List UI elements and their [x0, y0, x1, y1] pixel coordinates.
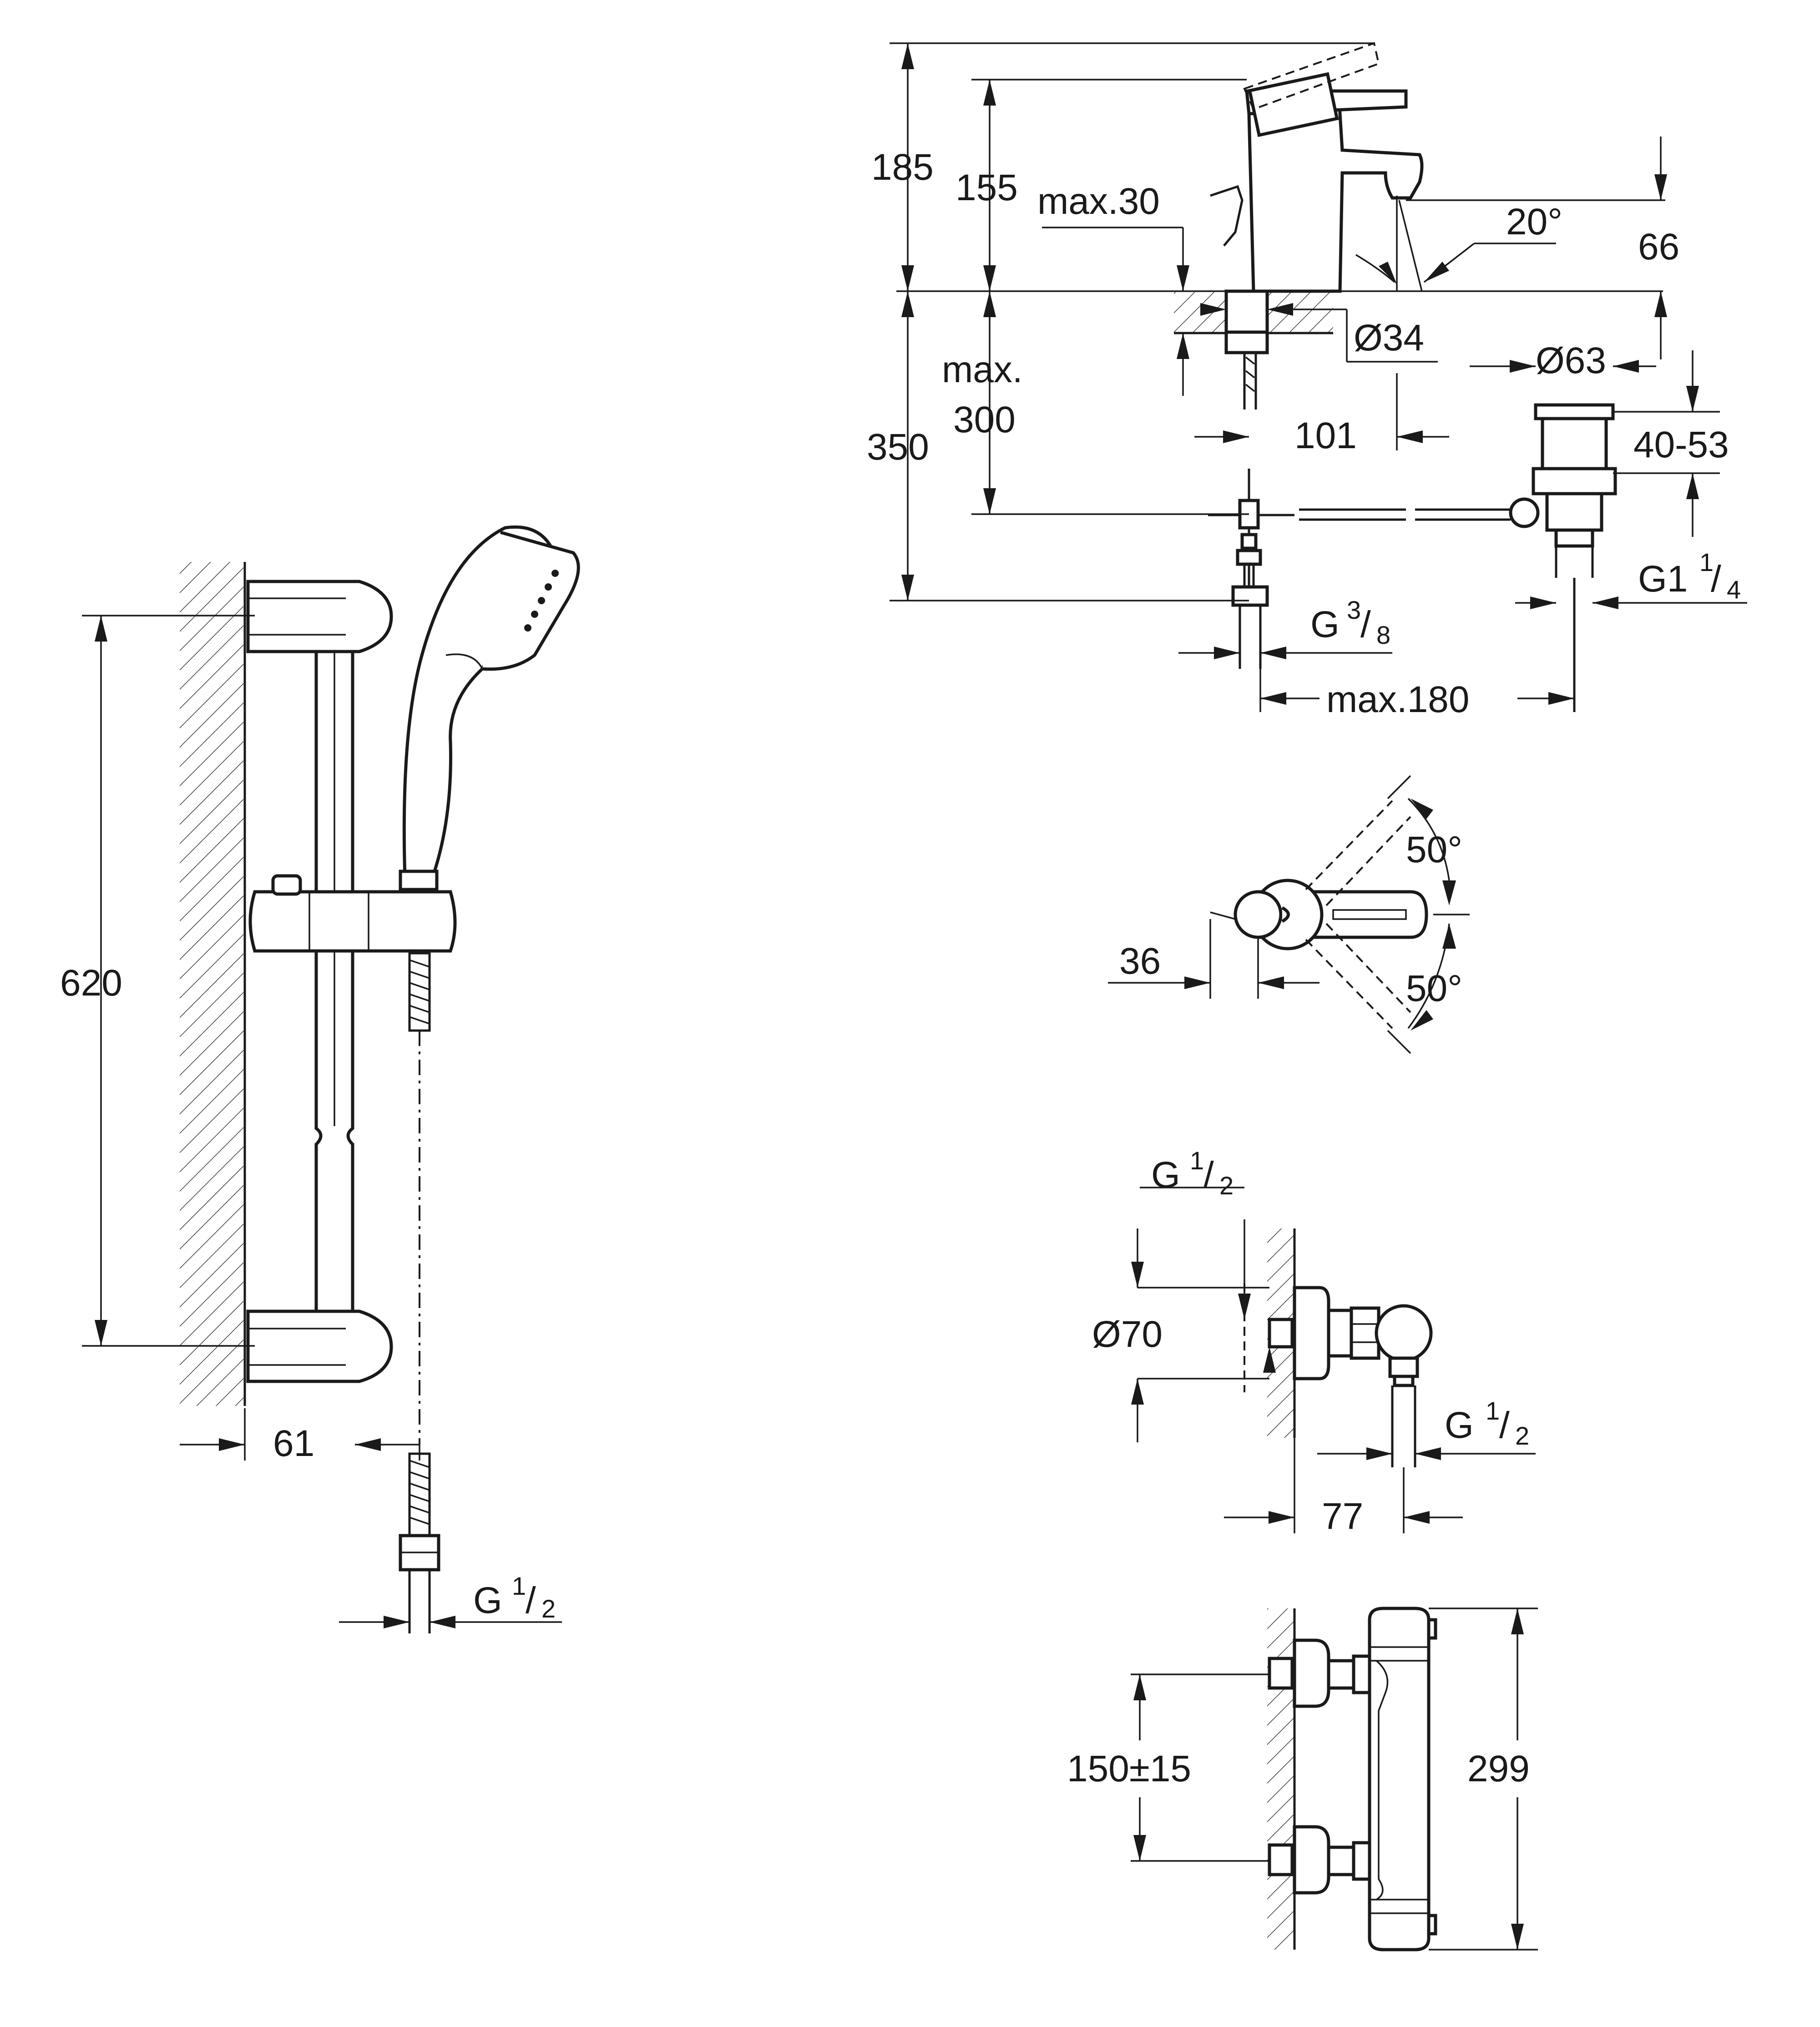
mixer-spout-height-label: 66 — [1638, 226, 1679, 268]
mixer-reach-label: 101 — [1294, 415, 1357, 456]
mixer-flange — [1293, 1286, 1330, 1380]
thermostat-front-drawing: 150±15 299 — [1067, 1607, 1538, 1951]
flange-diameter-label: Ø70 — [1092, 1314, 1163, 1355]
lever-angle-lower-label: 50° — [1406, 968, 1462, 1009]
waste-thread-den: 4 — [1727, 575, 1741, 604]
mixer-height-max-label: 185 — [871, 147, 934, 188]
wall-hatch — [180, 562, 243, 1406]
outlet-thread-den: 2 — [1515, 1421, 1529, 1450]
mixer-depth-max-label: max. — [942, 349, 1023, 390]
inlet-thread-num: 1 — [1190, 1146, 1204, 1175]
hose-thread-g: G — [473, 1580, 502, 1621]
rail-top-bracket — [246, 580, 393, 653]
mixer-height-label: 155 — [956, 167, 1018, 208]
mixer-depth-label: 350 — [867, 426, 929, 468]
waste-range-label: 40-53 — [1633, 424, 1729, 465]
mixer-depth-max-value: 300 — [953, 399, 1016, 440]
outlet-thread-num: 1 — [1486, 1396, 1500, 1425]
basin-mixer-drawing: 185 155 max.30 66 20° Ø34 — [867, 42, 1747, 720]
mixer-projection-label: 77 — [1322, 1496, 1363, 1537]
fraction-slash: / — [1360, 604, 1371, 645]
supply-thread-den: 8 — [1376, 621, 1390, 649]
popup-waste — [1509, 403, 1617, 712]
mixer-angle-label: 20° — [1506, 201, 1562, 243]
rail-bottom-bracket — [246, 1309, 393, 1383]
shower-rail-drawing: 620 61 G 1 / 2 — [60, 525, 580, 1633]
waste-thread-num: 1 — [1699, 548, 1714, 576]
hose-thread-num: 1 — [512, 1572, 526, 1600]
shower-mixer-side-drawing: G 1 / 2 Ø70 G 1 / 2 77 — [1092, 1146, 1536, 1537]
waste-diameter-label: Ø63 — [1536, 340, 1606, 381]
mixer-deck-max-label: max.30 — [1037, 181, 1160, 222]
supply-thread-g: G — [1310, 604, 1340, 645]
fraction-slash: / — [1203, 1154, 1214, 1196]
outlet-thread-g: G — [1445, 1405, 1474, 1446]
mixer-hole-diameter-label: Ø34 — [1354, 317, 1424, 359]
popup-rod — [1210, 185, 1244, 247]
lever-top-view-drawing: 50° 50° 36 — [1108, 775, 1470, 1054]
fraction-slash: / — [1711, 558, 1721, 600]
rail-height-label: 620 — [60, 962, 122, 1004]
mixer-body-round — [1375, 1304, 1433, 1362]
hand-shower — [399, 525, 580, 891]
fraction-slash: / — [1499, 1405, 1510, 1446]
waste-spacing-max-label: max.180 — [1326, 679, 1470, 720]
inlet-centres-label: 150±15 — [1067, 1748, 1191, 1789]
rail-slider — [248, 890, 457, 953]
hose-upper — [408, 952, 431, 1032]
fraction-slash: / — [526, 1580, 536, 1621]
lever-ghost — [1243, 42, 1380, 111]
rail-offset-label: 61 — [273, 1423, 314, 1464]
lever-angle-upper-label: 50° — [1406, 829, 1462, 870]
thermostat-height-label: 299 — [1467, 1748, 1530, 1789]
inlet-thread-g: G — [1151, 1154, 1180, 1196]
supply-thread-num: 3 — [1347, 596, 1361, 624]
lever-offset-label: 36 — [1119, 940, 1161, 982]
waste-thread-g: G1 — [1638, 558, 1688, 600]
inlet-thread-den: 2 — [1219, 1171, 1234, 1200]
hose-thread-den: 2 — [541, 1594, 556, 1623]
